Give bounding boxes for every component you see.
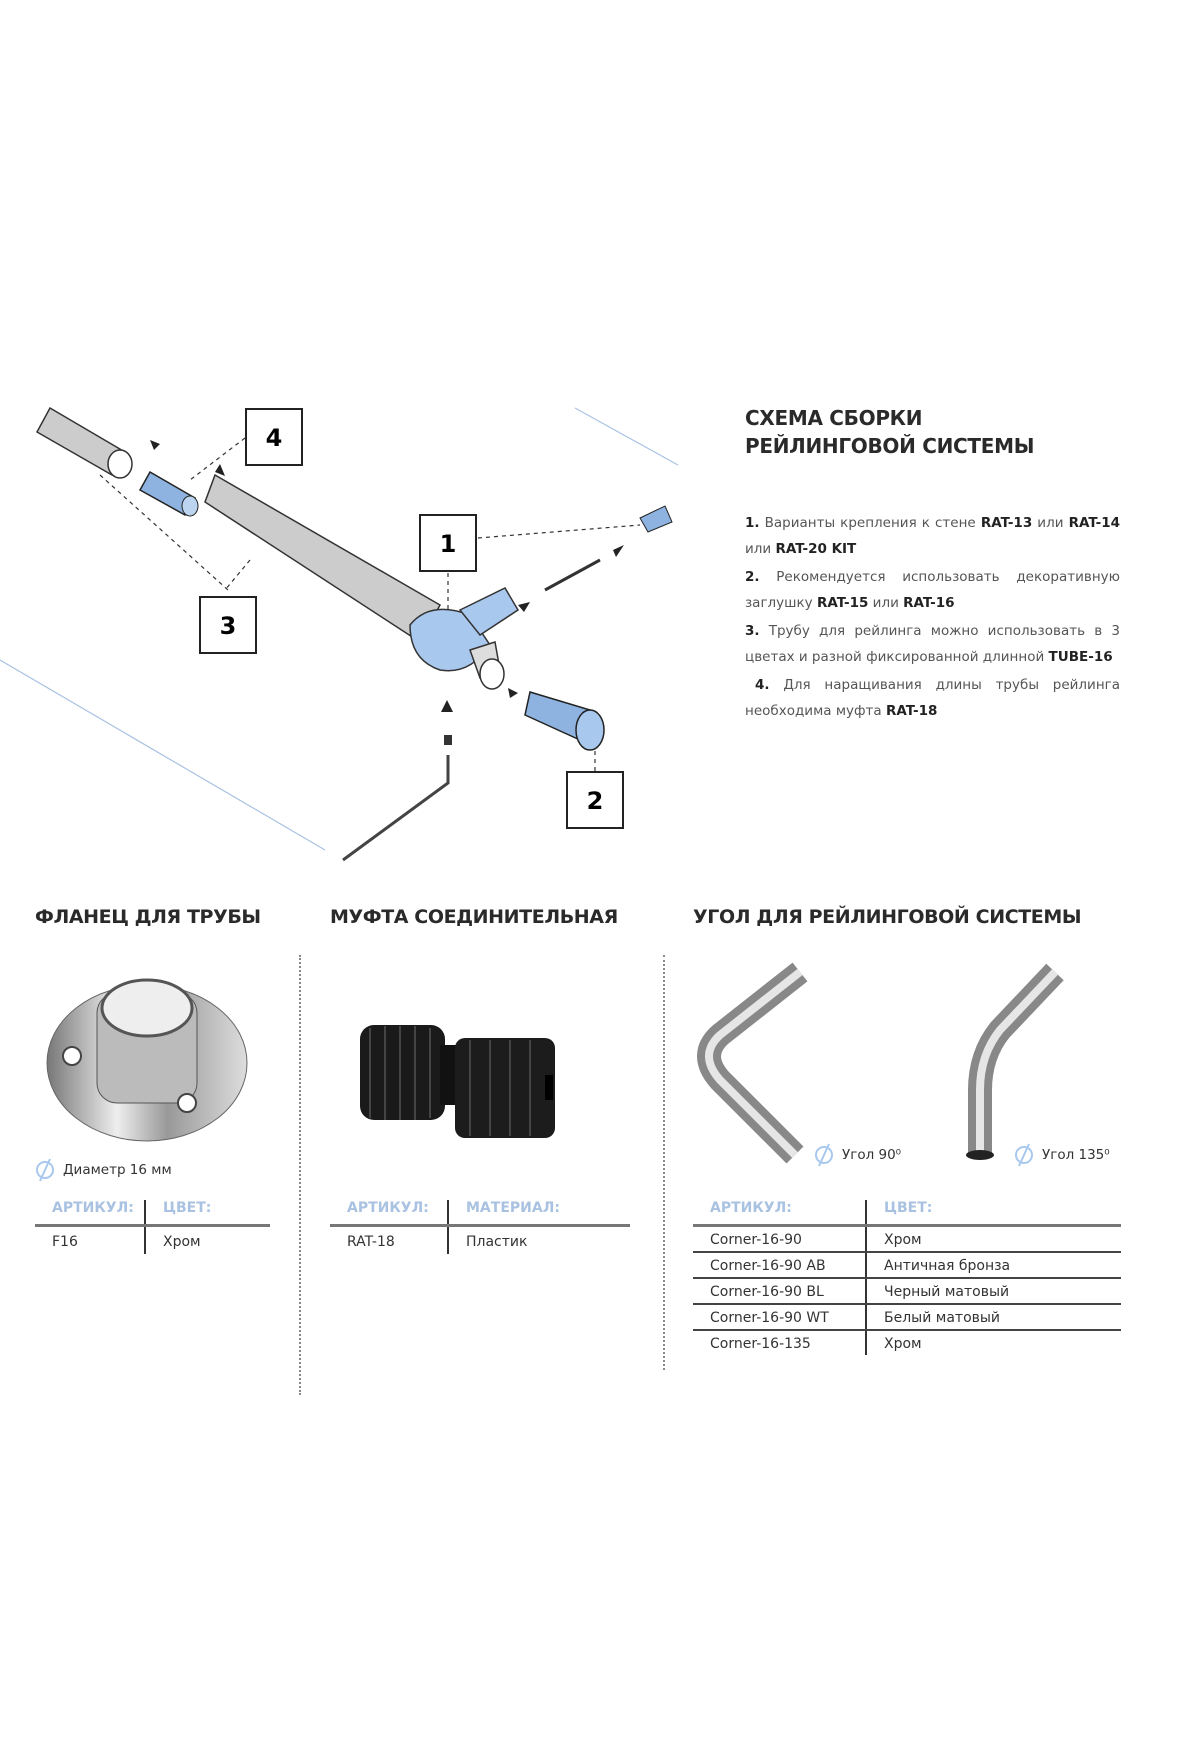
end-cap bbox=[524, 691, 605, 751]
header-sku: АРТИКУЛ: bbox=[693, 1200, 866, 1227]
wall-plug bbox=[639, 505, 673, 533]
assembly-title: СХЕМА СБОРКИ РЕЙЛИНГОВОЙ СИСТЕМЫ bbox=[745, 404, 1034, 460]
tube-short bbox=[35, 406, 133, 479]
coupler-part bbox=[138, 470, 199, 517]
part-code: RAT-20 KIT bbox=[775, 541, 857, 557]
corner-title: УГОЛ ДЛЯ РЕЙЛИНГОВОЙ СИСТЕМЫ bbox=[693, 906, 1082, 928]
header-color: ЦВЕТ: bbox=[144, 1200, 270, 1227]
corner-90-label: Угол 90⁰ bbox=[812, 1142, 901, 1168]
table-row: RAT-18 Пластик bbox=[330, 1225, 630, 1254]
part-code: RAT-18 bbox=[885, 703, 938, 719]
screw bbox=[544, 558, 601, 592]
part-code: RAT-13 bbox=[980, 515, 1033, 531]
cell-color: Античная бронза bbox=[865, 1252, 1121, 1279]
diameter-label: Диаметр 16 мм bbox=[63, 1162, 172, 1178]
divider bbox=[663, 955, 665, 1370]
instruction-step: 3. Трубу для рейлинга можно использовать… bbox=[745, 618, 1120, 670]
callout-boxes: 4 1 3 2 bbox=[199, 408, 624, 829]
coupling-title: МУФТА СОЕДИНИТЕЛЬНАЯ bbox=[330, 906, 618, 928]
callout-3: 3 bbox=[220, 612, 237, 640]
cell-sku: Corner-16-90 bbox=[693, 1225, 866, 1253]
step-text: Трубу для рейлинга можно использовать в … bbox=[745, 623, 1120, 665]
step-text: или bbox=[1032, 515, 1069, 531]
guide-lines bbox=[0, 407, 679, 851]
cell-color: Хром bbox=[865, 1225, 1121, 1253]
table-row: F16 Хром bbox=[35, 1225, 270, 1254]
title-line-1: СХЕМА СБОРКИ bbox=[745, 406, 923, 430]
cell-sku: Corner-16-135 bbox=[710, 1336, 811, 1352]
cell-sku: Corner-16-90 AB bbox=[693, 1252, 866, 1279]
diameter-icon bbox=[1015, 1143, 1033, 1167]
callout-4: 4 bbox=[266, 424, 283, 452]
flange-table: АРТИКУЛ:ЦВЕТ: F16 Хром bbox=[35, 1200, 270, 1254]
cell-color: Хром bbox=[865, 1330, 1121, 1355]
corner-135-image bbox=[966, 963, 1064, 1160]
callout-2: 2 bbox=[587, 787, 604, 815]
header-color: ЦВЕТ: bbox=[865, 1200, 1121, 1227]
cell-color: Хром bbox=[144, 1225, 270, 1254]
corner-90-image bbox=[697, 962, 808, 1164]
step-number: 4. bbox=[755, 677, 770, 693]
coupling-image bbox=[360, 1025, 555, 1138]
step-number: 1. bbox=[745, 515, 760, 531]
assembly-instructions: 1. Варианты крепления к стене RAT-13 или… bbox=[745, 510, 1120, 726]
step-text: или bbox=[745, 541, 776, 557]
flange-diameter: Диаметр 16 мм bbox=[33, 1157, 172, 1183]
header-material: МАТЕРИАЛ: bbox=[447, 1200, 630, 1227]
table-row: Corner-16-135 Хром bbox=[693, 1330, 1121, 1355]
divider bbox=[299, 955, 301, 1395]
leader-lines bbox=[99, 437, 641, 772]
arrows bbox=[150, 440, 624, 712]
step-text: Варианты крепления к стене bbox=[764, 515, 981, 531]
step-number: 3. bbox=[745, 623, 760, 639]
cell-color: Черный матовый bbox=[865, 1278, 1121, 1305]
instruction-step: 1. Варианты крепления к стене RAT-13 или… bbox=[745, 510, 1120, 562]
set-screw bbox=[444, 735, 452, 745]
header-sku: АРТИКУЛ: bbox=[330, 1200, 448, 1227]
corner-135-label: Угол 135⁰ bbox=[1012, 1142, 1110, 1168]
part-code: RAT-14 bbox=[1068, 515, 1120, 531]
step-text: Для наращивания длины трубы рейлинга нео… bbox=[745, 677, 1121, 719]
title-line-2: РЕЙЛИНГОВОЙ СИСТЕМЫ bbox=[745, 434, 1035, 458]
header-sku: АРТИКУЛ: bbox=[35, 1200, 145, 1227]
flange-image bbox=[46, 978, 248, 1142]
callout-1: 1 bbox=[440, 530, 457, 558]
assembly-diagram: 4 1 3 2 bbox=[0, 406, 679, 862]
cell-sku: RAT-18 bbox=[347, 1234, 395, 1250]
cell-material: Пластик bbox=[447, 1225, 630, 1254]
cell-sku: Corner-16-90 BL bbox=[693, 1278, 866, 1305]
instruction-step: 4. Для наращивания длины трубы рейлинга … bbox=[745, 672, 1120, 724]
step-text: или bbox=[868, 595, 904, 611]
wall-bracket bbox=[409, 587, 520, 690]
angle-135-text: Угол 135⁰ bbox=[1042, 1147, 1110, 1163]
part-code: RAT-15 bbox=[816, 595, 869, 611]
hex-key bbox=[342, 755, 450, 862]
cell-sku: Corner-16-90 WT bbox=[693, 1304, 866, 1331]
diameter-icon bbox=[36, 1158, 54, 1182]
cell-color: Белый матовый bbox=[865, 1304, 1121, 1331]
diameter-icon bbox=[815, 1143, 833, 1167]
angle-90-text: Угол 90⁰ bbox=[842, 1147, 902, 1163]
instruction-step: 2. Рекомендуется использовать декоративн… bbox=[745, 564, 1120, 616]
flange-title: ФЛАНЕЦ ДЛЯ ТРУБЫ bbox=[35, 906, 261, 928]
part-code: RAT-16 bbox=[903, 595, 955, 611]
cell-sku: F16 bbox=[52, 1234, 78, 1250]
coupling-table: АРТИКУЛ:МАТЕРИАЛ: RAT-18 Пластик bbox=[330, 1200, 630, 1254]
part-code: TUBE-16 bbox=[1048, 649, 1113, 665]
step-number: 2. bbox=[745, 569, 760, 585]
step-text: Рекомендуется использовать декоративную … bbox=[745, 569, 1120, 611]
